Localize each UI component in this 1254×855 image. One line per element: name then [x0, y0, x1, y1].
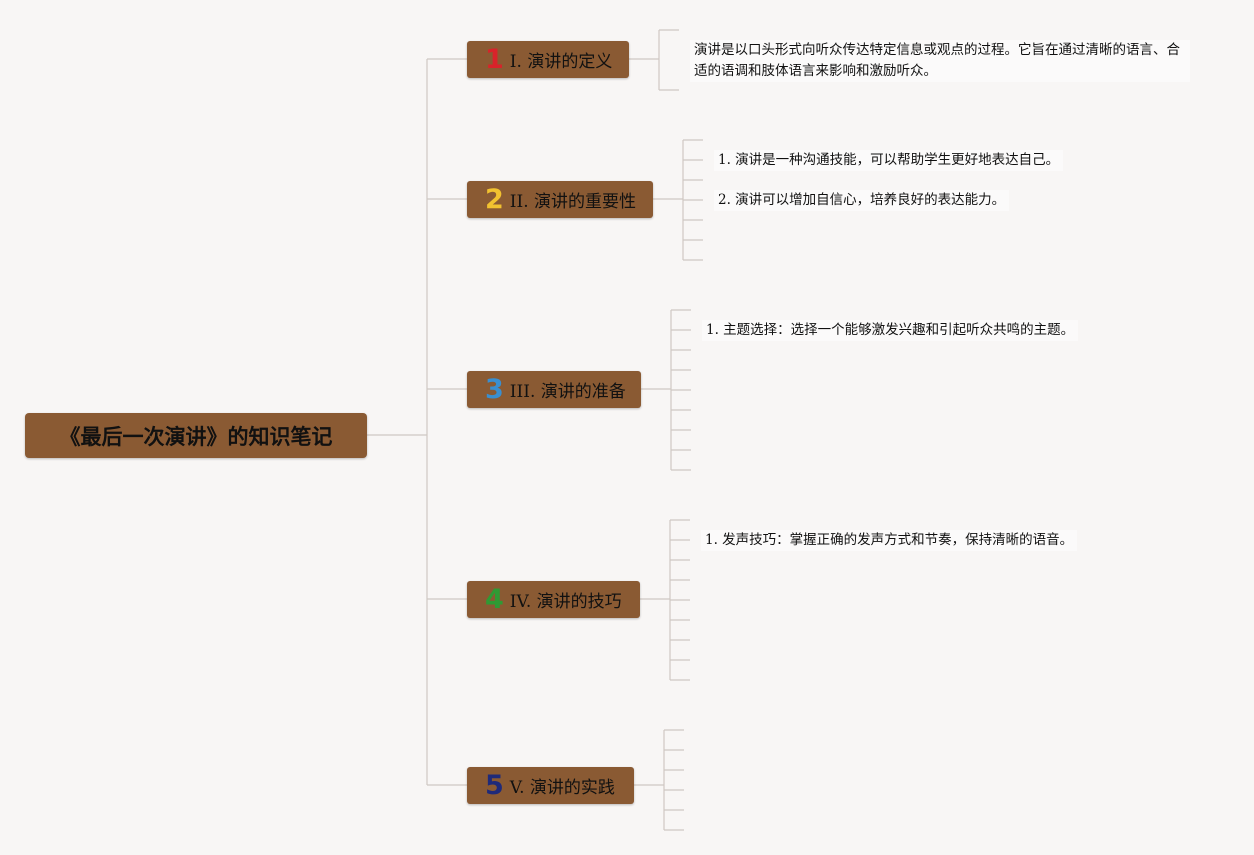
root-topic[interactable]: 《最后一次演讲》的知识笔记	[25, 413, 367, 458]
branch-topic-practice[interactable]: 5 V. 演讲的实践	[467, 767, 634, 804]
branch-label: II. 演讲的重要性	[509, 192, 637, 212]
number-1-icon: 1	[485, 44, 504, 75]
root-topic-label: 《最后一次演讲》的知识笔记	[59, 424, 333, 449]
leaf-text: 1. 发声技巧：掌握正确的发声方式和节奏，保持清晰的语音。	[705, 532, 1074, 548]
leaf-techniques-1[interactable]: 1. 发声技巧：掌握正确的发声方式和节奏，保持清晰的语音。	[701, 530, 1078, 551]
leaf-importance-1[interactable]: 1. 演讲是一种沟通技能，可以帮助学生更好地表达自己。	[714, 150, 1064, 171]
branch-label: IV. 演讲的技巧	[509, 592, 622, 612]
branch-topic-preparation[interactable]: 3 III. 演讲的准备	[467, 371, 641, 408]
branch-label: III. 演讲的准备	[509, 382, 626, 402]
branch-label: V. 演讲的实践	[509, 778, 615, 798]
number-4-icon: 4	[485, 584, 504, 615]
number-2-icon: 2	[485, 184, 504, 215]
leaf-text: 演讲是以口头形式向听众传达特定信息或观点的过程。它旨在通过清晰的语言、合适的语调…	[694, 42, 1180, 79]
leaf-text: 1. 主题选择：选择一个能够激发兴趣和引起听众共鸣的主题。	[706, 322, 1075, 338]
branch-topic-techniques[interactable]: 4 IV. 演讲的技巧	[467, 581, 640, 618]
number-3-icon: 3	[485, 374, 504, 405]
branch-topic-importance[interactable]: 2 II. 演讲的重要性	[467, 181, 653, 218]
leaf-text: 2. 演讲可以增加自信心，培养良好的表达能力。	[718, 192, 1006, 208]
leaf-preparation-1[interactable]: 1. 主题选择：选择一个能够激发兴趣和引起听众共鸣的主题。	[702, 320, 1079, 341]
branch-label: I. 演讲的定义	[509, 52, 613, 72]
leaf-text: 1. 演讲是一种沟通技能，可以帮助学生更好地表达自己。	[718, 152, 1060, 168]
branch-topic-definition[interactable]: 1 I. 演讲的定义	[467, 41, 629, 78]
number-5-icon: 5	[485, 770, 504, 801]
leaf-importance-2[interactable]: 2. 演讲可以增加自信心，培养良好的表达能力。	[714, 190, 1010, 211]
leaf-definition[interactable]: 演讲是以口头形式向听众传达特定信息或观点的过程。它旨在通过清晰的语言、合适的语调…	[690, 40, 1190, 82]
